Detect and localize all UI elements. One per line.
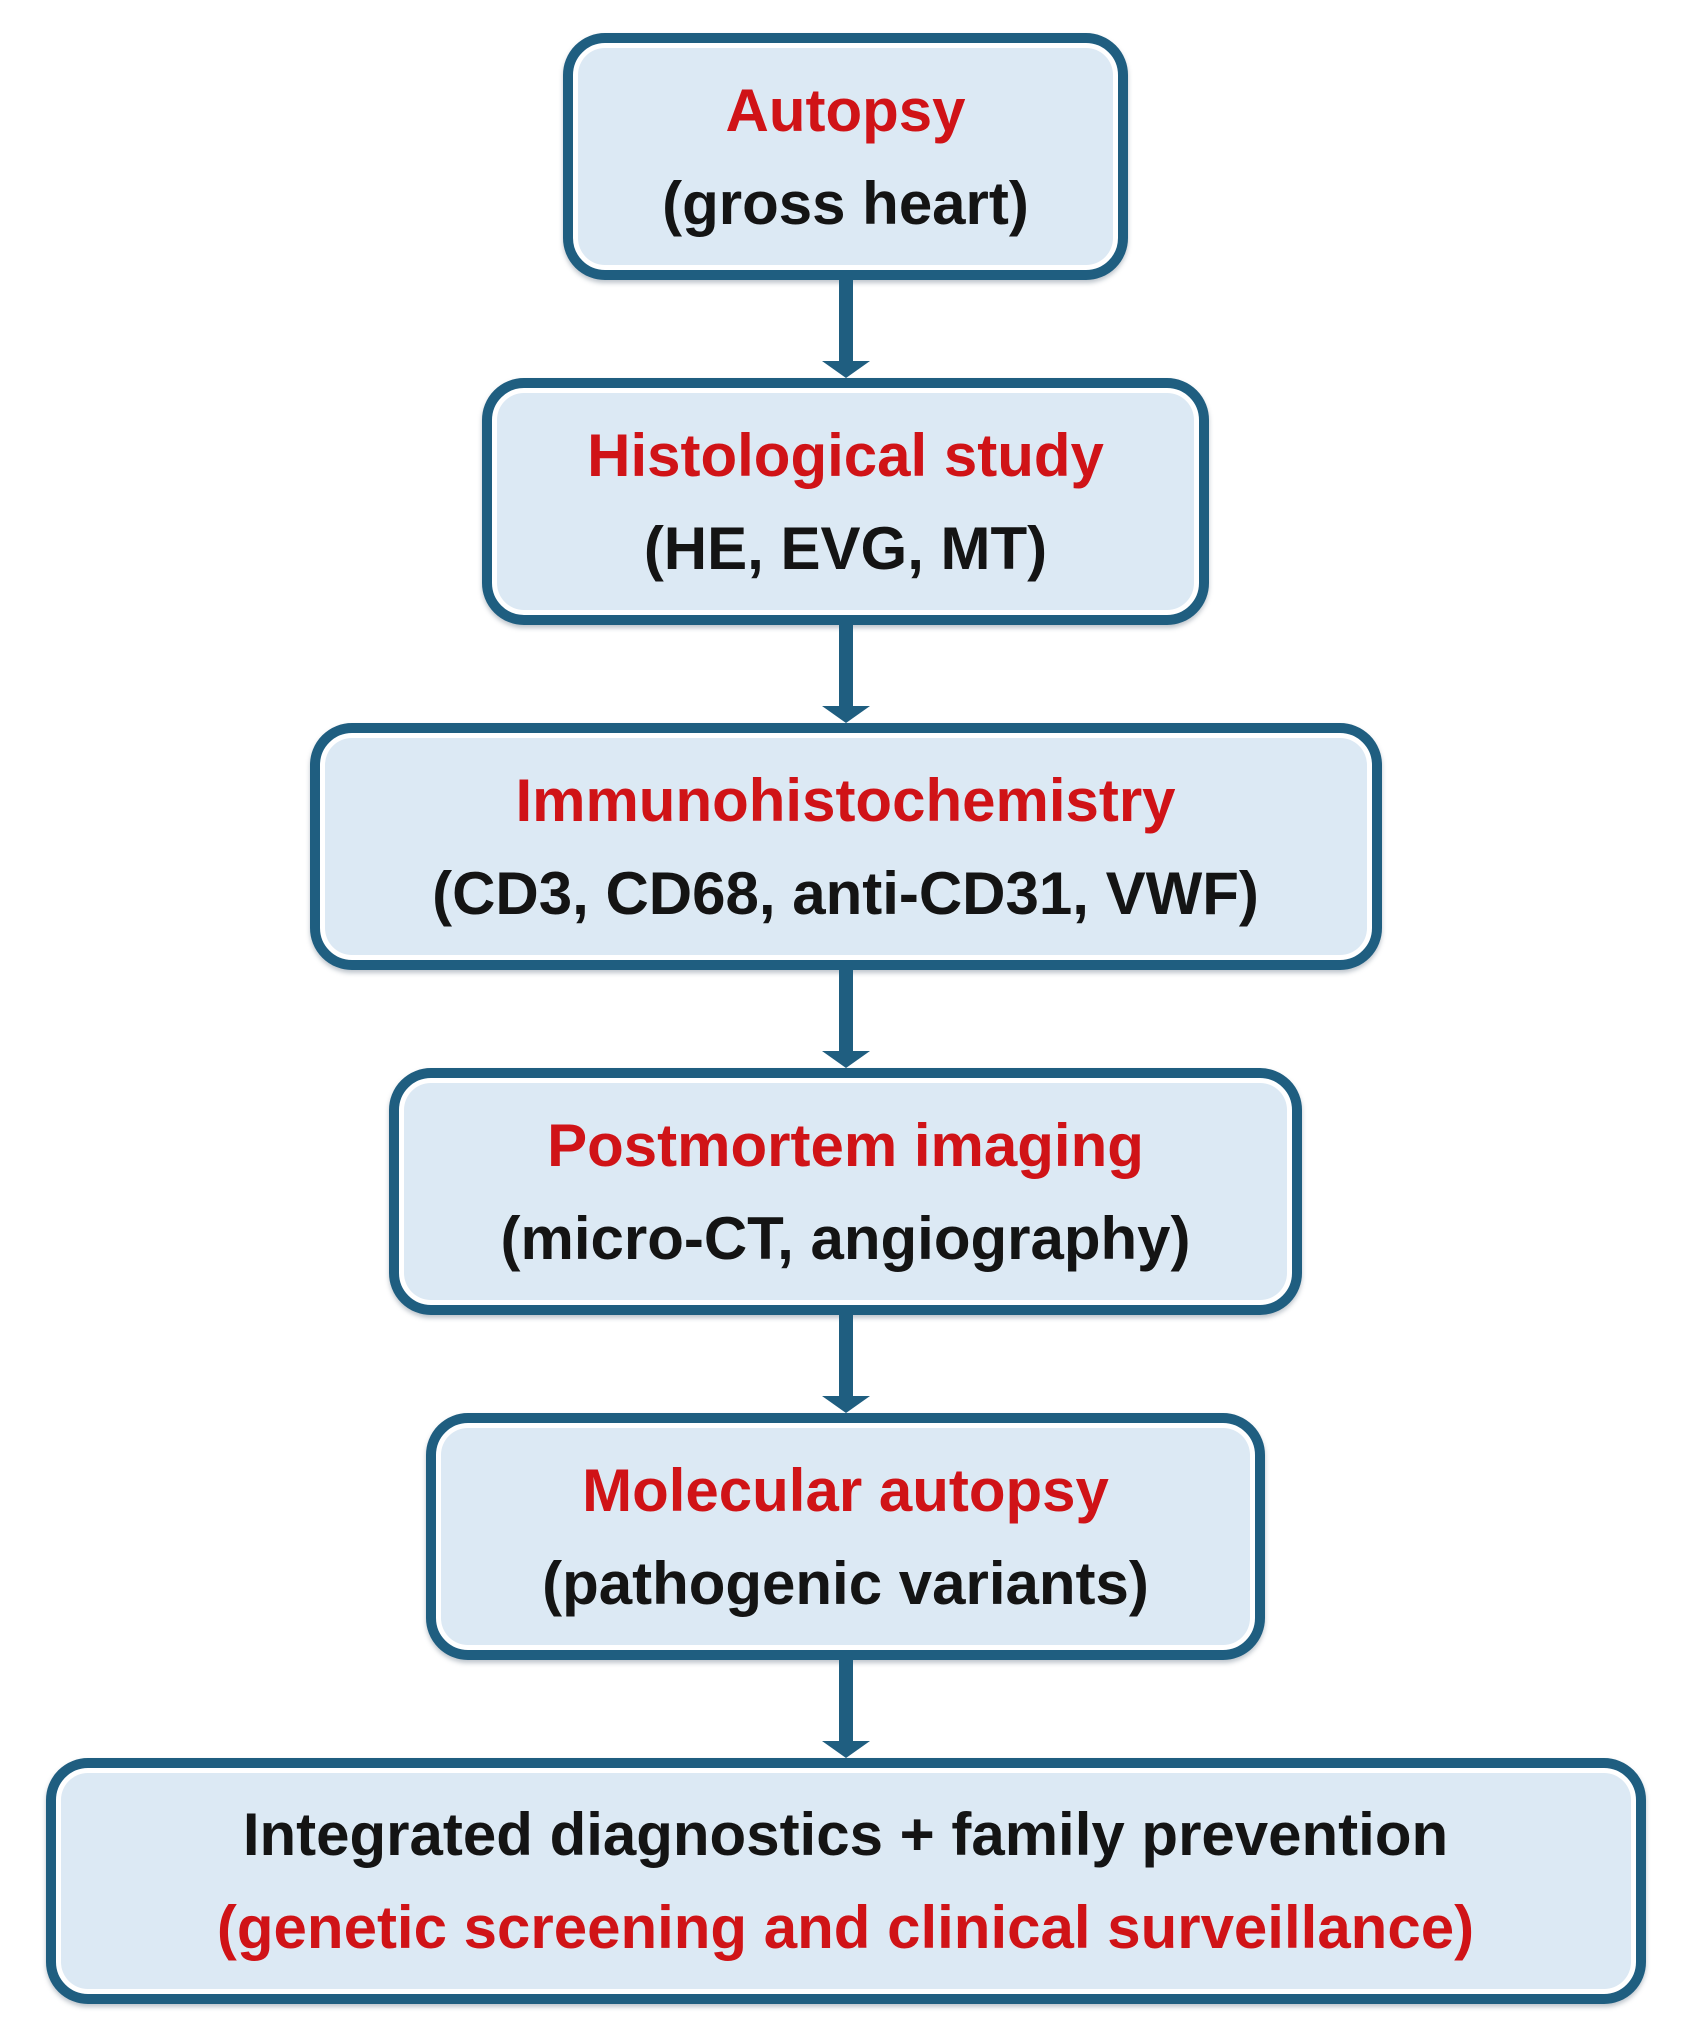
step-title: Postmortem imaging [547, 1111, 1144, 1179]
step-subtitle: (CD3, CD68, anti-CD31, VWF) [432, 859, 1259, 927]
arrow-head [821, 1051, 870, 1068]
flowchart-step-histological-study: Histological study (HE, EVG, MT) [482, 378, 1209, 625]
step-subtitle: (genetic screening and clinical surveill… [216, 1894, 1475, 1961]
flowchart-step-postmortem-imaging: Postmortem imaging (micro-CT, angiograph… [389, 1068, 1302, 1315]
step-title: Integrated diagnostics + family preventi… [242, 1801, 1449, 1868]
down-arrow-icon [816, 280, 876, 378]
flowchart-step-integrated-diagnostics: Integrated diagnostics + family preventi… [45, 1758, 1646, 2004]
flowchart-step-autopsy: Autopsy (gross heart) [563, 33, 1128, 280]
arrow-head [821, 1741, 870, 1758]
step-title: Immunohistochemistry [515, 766, 1176, 834]
arrow-shaft [838, 280, 853, 364]
arrow-shaft [838, 1660, 853, 1744]
step-title: Histological study [587, 421, 1104, 489]
step-subtitle: (HE, EVG, MT) [643, 514, 1048, 582]
arrow-head [821, 706, 870, 723]
step-subtitle: (micro-CT, angiography) [500, 1204, 1191, 1272]
step-title: Autopsy [725, 76, 966, 144]
arrow-head [821, 361, 870, 378]
arrow-shaft [838, 970, 853, 1054]
down-arrow-icon [816, 1660, 876, 1758]
arrow-head [821, 1396, 870, 1413]
down-arrow-icon [816, 970, 876, 1068]
step-title: Molecular autopsy [582, 1456, 1109, 1524]
step-subtitle: (pathogenic variants) [542, 1549, 1149, 1617]
arrow-shaft [838, 1315, 853, 1399]
down-arrow-icon [816, 625, 876, 723]
arrow-shaft [838, 625, 853, 709]
flowchart-step-immunohistochemistry: Immunohistochemistry (CD3, CD68, anti-CD… [309, 723, 1382, 970]
step-subtitle: (gross heart) [662, 169, 1029, 237]
flowchart-step-molecular-autopsy: Molecular autopsy (pathogenic variants) [426, 1413, 1265, 1660]
down-arrow-icon [816, 1315, 876, 1413]
